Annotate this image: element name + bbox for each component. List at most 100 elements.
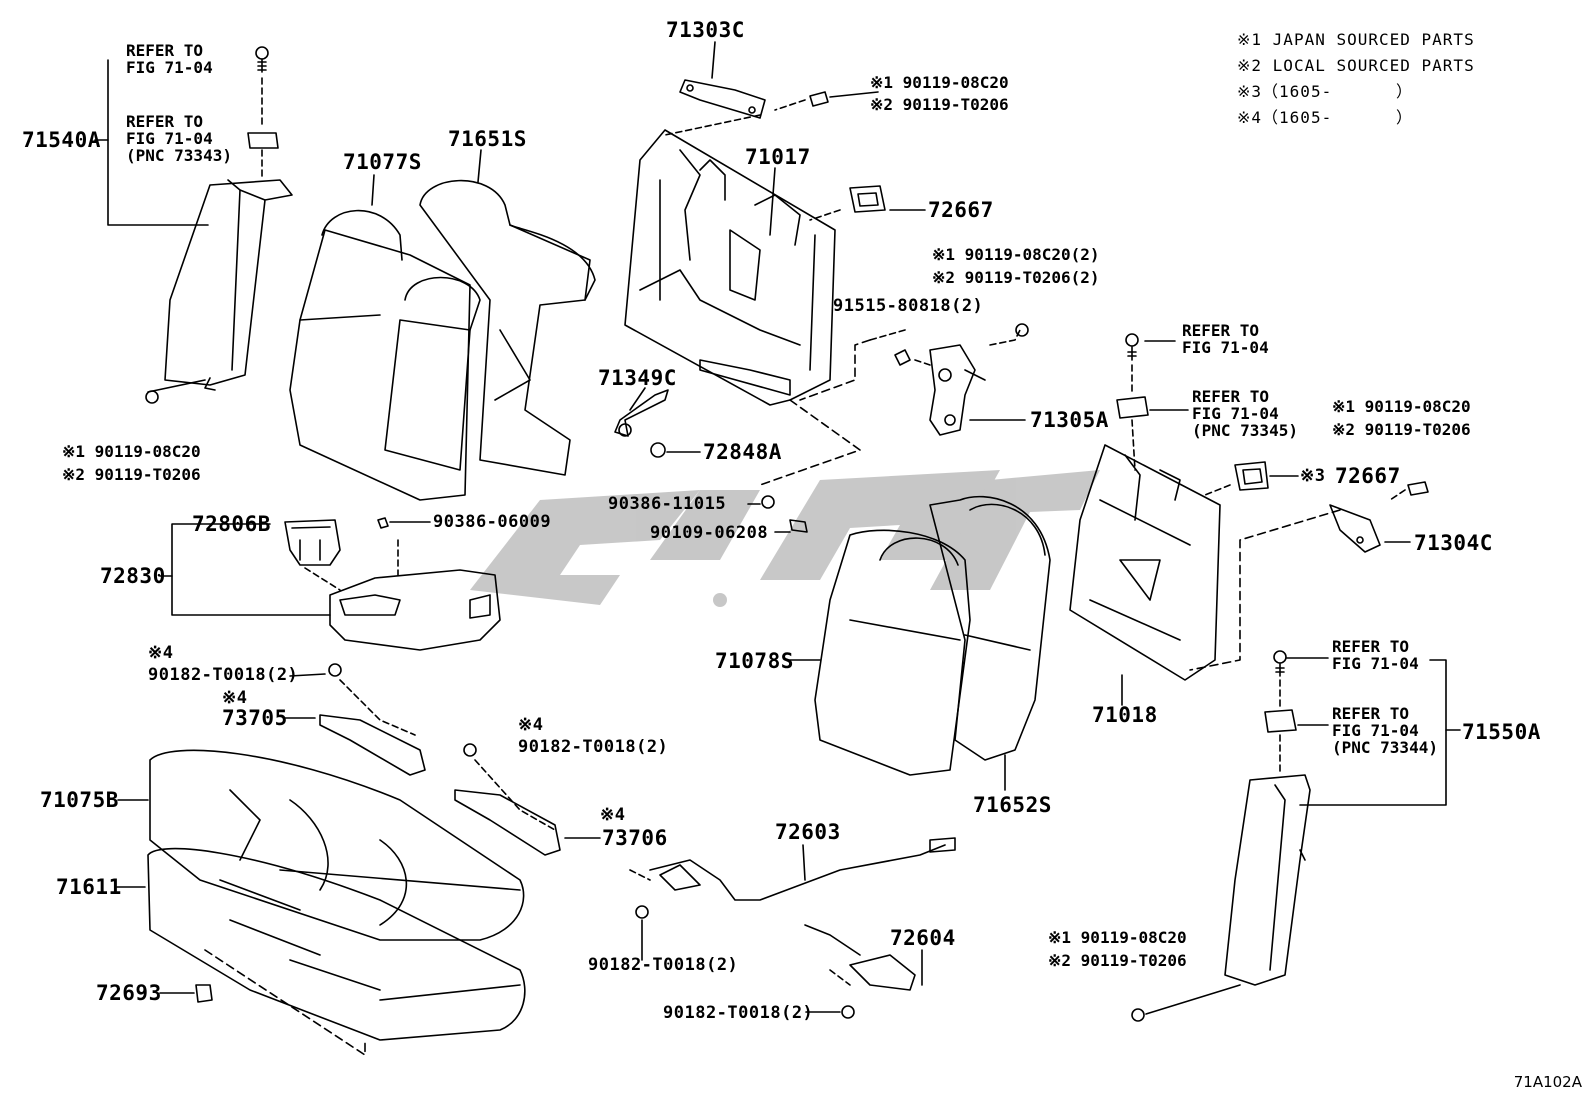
legend-line-2: ※2 LOCAL SOURCED PARTS bbox=[1237, 56, 1475, 75]
callout-71018[interactable]: 71018 bbox=[1092, 703, 1158, 727]
bolt-note-top-1[interactable]: ※1 90119-08C20 bbox=[870, 73, 1009, 92]
callout-72693[interactable]: 72693 bbox=[96, 981, 162, 1005]
callout-72667-upper[interactable]: 72667 bbox=[928, 198, 994, 222]
seatback-71078S bbox=[814, 529, 971, 776]
callout-71305A[interactable]: 71305A bbox=[1030, 408, 1109, 432]
bolt-note-right-lower-1[interactable]: ※1 90119-08C20 bbox=[1048, 928, 1187, 947]
callout-90386-06009[interactable]: 90386-06009 bbox=[433, 512, 552, 532]
refer-left-2-line-2[interactable]: FIG 71-04 bbox=[126, 129, 213, 148]
seatback-frame-71017 bbox=[624, 129, 836, 406]
leader-71540A bbox=[107, 59, 209, 226]
mark-4-c: ※4 bbox=[518, 715, 544, 735]
callout-72667-lower[interactable]: 72667 bbox=[1335, 464, 1401, 488]
bolt-note-right-lower-2[interactable]: ※2 90119-T0206 bbox=[1048, 951, 1187, 970]
refer-mid-1-line-2[interactable]: FIG 71-04 bbox=[1182, 338, 1269, 357]
bolt-note-hinge-1[interactable]: ※1 90119-08C20(2) bbox=[932, 245, 1100, 264]
bolt-note-top-2[interactable]: ※2 90119-T0206 bbox=[870, 95, 1009, 114]
callout-71550A[interactable]: 71550A bbox=[1462, 720, 1541, 744]
legend-line-1: ※1 JAPAN SOURCED PARTS bbox=[1237, 30, 1475, 49]
refer-parts-mid bbox=[1116, 333, 1189, 471]
bracket-71304C bbox=[1189, 481, 1429, 671]
leader-71303C bbox=[711, 41, 716, 79]
hinge-71305A bbox=[894, 323, 1029, 436]
bolt-note-right-upper-2[interactable]: ※2 90119-T0206 bbox=[1332, 420, 1471, 439]
callout-72603[interactable]: 72603 bbox=[775, 820, 841, 844]
callout-71540A[interactable]: 71540A bbox=[22, 128, 101, 152]
clip-72667-upper bbox=[809, 185, 886, 221]
bolt-note-left-1[interactable]: ※1 90119-08C20 bbox=[62, 442, 201, 461]
mark-4-d: ※4 bbox=[600, 805, 626, 825]
bolt-note-right-upper-1[interactable]: ※1 90119-08C20 bbox=[1332, 397, 1471, 416]
callout-71304C[interactable]: 71304C bbox=[1414, 531, 1493, 555]
callout-71611[interactable]: 71611 bbox=[56, 875, 122, 899]
refer-mid-2-line-3[interactable]: (PNC 73345) bbox=[1192, 421, 1298, 440]
callout-72604[interactable]: 72604 bbox=[890, 926, 956, 950]
bolt-90386-11015 bbox=[747, 495, 775, 509]
dash-lever bbox=[759, 399, 861, 486]
clip-72693 bbox=[195, 949, 366, 1056]
refer-mid-1-line-1[interactable]: REFER TO bbox=[1182, 321, 1260, 340]
callout-71349C[interactable]: 71349C bbox=[598, 366, 677, 390]
cable-72604 bbox=[804, 924, 916, 1019]
callout-73705[interactable]: 73705 bbox=[222, 706, 288, 730]
callout-71078S[interactable]: 71078S bbox=[715, 649, 794, 673]
refer-left-1-line-1[interactable]: REFER TO bbox=[126, 41, 204, 60]
bracket-71303C bbox=[664, 79, 829, 136]
refer-left-2-line-1[interactable]: REFER TO bbox=[126, 112, 204, 131]
callout-72806B[interactable]: 72806B bbox=[192, 512, 271, 536]
right-side-bolster-71550A bbox=[1131, 650, 1329, 1022]
callout-71017[interactable]: 71017 bbox=[745, 145, 811, 169]
leader-71651S bbox=[477, 149, 482, 183]
lever-71349C bbox=[614, 389, 669, 458]
callout-91515-80818[interactable]: 91515-80818(2) bbox=[833, 296, 984, 316]
watermark-logo bbox=[470, 470, 1100, 607]
figure-number: 71A102A bbox=[1513, 1073, 1582, 1091]
callout-90386-11015[interactable]: 90386-11015 bbox=[608, 494, 727, 514]
callout-90182-T0018-c[interactable]: 90182-T0018(2) bbox=[588, 955, 739, 975]
refer-mid-2-line-1[interactable]: REFER TO bbox=[1192, 387, 1270, 406]
legend-line-4: ※4（1605- ） bbox=[1237, 108, 1414, 127]
callout-71075B[interactable]: 71075B bbox=[40, 788, 119, 812]
callout-72830[interactable]: 72830 bbox=[100, 564, 166, 588]
refer-mid-2-line-2[interactable]: FIG 71-04 bbox=[1192, 404, 1279, 423]
leader-71077S bbox=[371, 174, 375, 206]
armrest-72830 bbox=[304, 517, 501, 651]
callout-71077S[interactable]: 71077S bbox=[343, 150, 422, 174]
legend-line-3: ※3（1605- ） bbox=[1237, 82, 1414, 101]
seatback-71652S bbox=[929, 495, 1051, 761]
mark-4-b: ※4 bbox=[222, 688, 248, 708]
callout-71652S[interactable]: 71652S bbox=[973, 793, 1052, 817]
bolt-note-hinge-2[interactable]: ※2 90119-T0206(2) bbox=[932, 268, 1100, 287]
leader-72830 bbox=[171, 523, 331, 616]
cup-holder-72806B bbox=[284, 519, 341, 566]
callout-90182-T0018-d[interactable]: 90182-T0018(2) bbox=[663, 1003, 814, 1023]
bracket-73706 bbox=[454, 743, 561, 856]
leader-71550A bbox=[1299, 659, 1447, 806]
refer-right-2-line-3[interactable]: (PNC 73344) bbox=[1332, 738, 1438, 757]
callout-90182-T0018-a[interactable]: 90182-T0018(2) bbox=[148, 665, 299, 685]
cable-72603 bbox=[629, 837, 956, 919]
callout-73706[interactable]: 73706 bbox=[602, 826, 668, 850]
dash-91515 bbox=[799, 339, 871, 401]
callout-71303C[interactable]: 71303C bbox=[666, 18, 745, 42]
refer-right-2-line-1[interactable]: REFER TO bbox=[1332, 704, 1410, 723]
callout-72848A[interactable]: 72848A bbox=[703, 440, 782, 464]
leader-71349C bbox=[629, 387, 646, 411]
callout-90109-06208[interactable]: 90109-06208 bbox=[650, 523, 769, 543]
refer-right-1-line-1[interactable]: REFER TO bbox=[1332, 637, 1410, 656]
bolt-90109-06208 bbox=[774, 519, 808, 533]
clip-72667-lower bbox=[1204, 461, 1299, 496]
left-side-bolster-71540A bbox=[145, 46, 293, 404]
refer-left-1-line-2[interactable]: FIG 71-04 bbox=[126, 58, 213, 77]
callout-71651S[interactable]: 71651S bbox=[448, 127, 527, 151]
callout-90182-T0018-b[interactable]: 90182-T0018(2) bbox=[518, 737, 669, 757]
seat-cushion-pad-71611 bbox=[147, 847, 526, 1041]
bolt-note-left-2[interactable]: ※2 90119-T0206 bbox=[62, 465, 201, 484]
refer-right-1-line-2[interactable]: FIG 71-04 bbox=[1332, 654, 1419, 673]
refer-right-2-line-2[interactable]: FIG 71-04 bbox=[1332, 721, 1419, 740]
seatback-frame-71018 bbox=[1069, 444, 1221, 681]
bracket-73705 bbox=[319, 663, 426, 776]
refer-left-2-line-3[interactable]: (PNC 73343) bbox=[126, 146, 232, 165]
